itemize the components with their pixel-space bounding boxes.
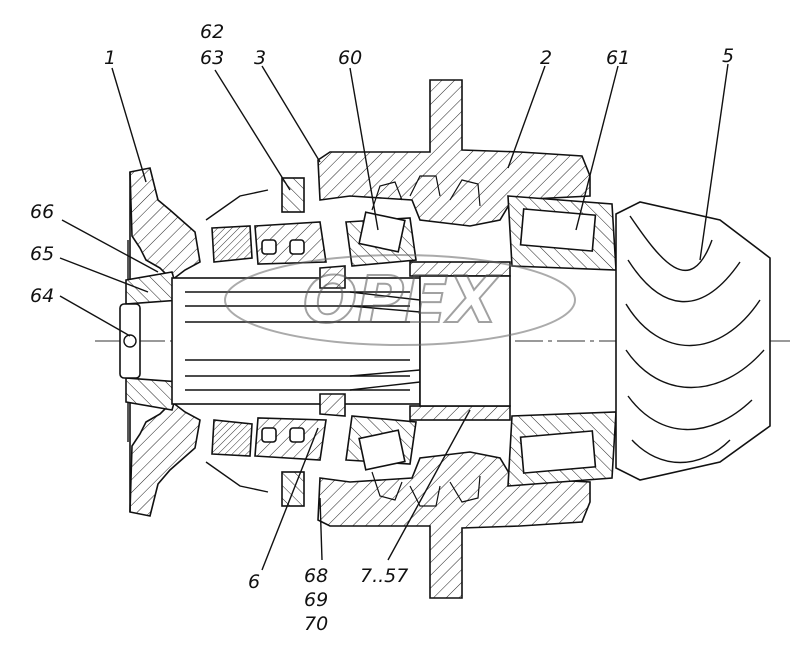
label-3: 3 [254, 47, 266, 69]
label-66: 66 [30, 201, 54, 223]
gear-outline [371, 175, 481, 507]
label-64: 64 [30, 285, 54, 307]
housing-part-2 [317, 79, 591, 599]
label-69: 69 [304, 589, 328, 611]
callouts: 1 62 63 3 60 2 61 5 66 65 64 6 68 69 70 … [30, 21, 734, 635]
leader-lines [59, 63, 729, 571]
label-2: 2 [540, 47, 552, 69]
label-60: 60 [338, 47, 362, 69]
watermark-logo: OPEX [224, 254, 576, 346]
label-63: 63 [200, 47, 224, 69]
spacer-part-6 [319, 265, 346, 417]
bevel-pinion-part-5 [615, 201, 771, 481]
cotter-pin-part-64 [119, 303, 141, 379]
splined-shaft [171, 277, 421, 405]
label-68: 68 [304, 565, 328, 587]
bearing-part-60 [345, 211, 417, 471]
label-5: 5 [722, 45, 734, 67]
bearing-part-61 [507, 195, 617, 487]
label-1: 1 [104, 47, 116, 69]
label-65: 65 [30, 243, 54, 265]
seal-assembly [205, 189, 327, 493]
watermark-text: OPEX [303, 264, 500, 338]
nut-part-65 [125, 271, 182, 411]
label-7-57: 7..57 [360, 565, 408, 587]
label-62: 62 [200, 21, 224, 43]
label-70: 70 [304, 613, 328, 635]
label-61: 61 [606, 47, 630, 69]
bolt-part-62-63 [281, 177, 305, 507]
label-6: 6 [248, 571, 260, 593]
flange-part-1 [127, 167, 201, 517]
